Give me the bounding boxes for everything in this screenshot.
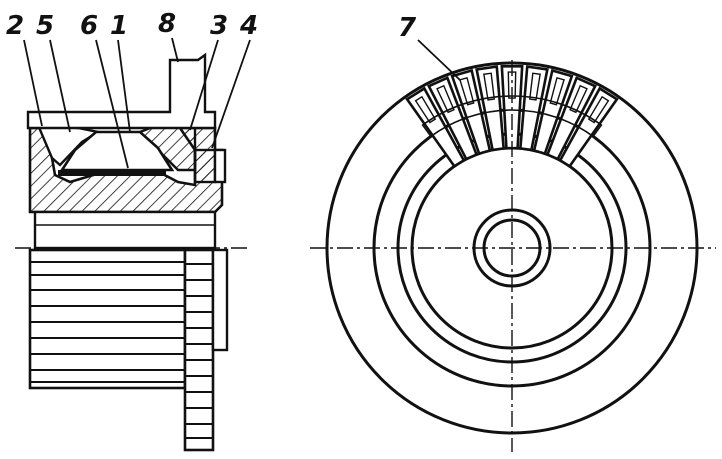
label-8: 8 [158, 9, 176, 39]
hub [33, 210, 217, 250]
brush-tooth [532, 68, 574, 156]
block-4 [193, 148, 217, 184]
label-5: 5 [36, 11, 54, 41]
brush-tooth [558, 86, 619, 169]
brush-tooth-slot [436, 84, 455, 114]
brush-teeth [405, 64, 619, 169]
brush-tooth-slot [483, 72, 496, 101]
brush-tooth-slot [549, 76, 565, 106]
gear-ribs [30, 261, 185, 383]
brush-tooth [405, 86, 466, 169]
gear-flange [211, 248, 229, 352]
gear-teeth-edge [183, 248, 215, 452]
label-1: 1 [110, 11, 128, 41]
front-view [310, 60, 716, 452]
label-7: 7 [398, 13, 417, 43]
gear-teeth [185, 263, 213, 439]
label-2: 2 [6, 11, 24, 41]
label-6: 6 [80, 11, 98, 41]
groove [59, 130, 175, 172]
brush-tooth-slot [459, 76, 475, 106]
brush-tooth-slot [507, 71, 517, 99]
gear-body [28, 248, 187, 390]
brush-root-band [421, 95, 603, 138]
brush-tooth-slot [569, 84, 588, 114]
brush-tooth-slot [528, 72, 541, 101]
brush-tooth [475, 65, 506, 152]
brush-tooth [518, 65, 549, 152]
section-view [15, 52, 250, 452]
bar-6 [58, 170, 166, 176]
label-4: 4 [239, 11, 258, 41]
brush-tooth-slot [414, 95, 437, 124]
block-4-outer [213, 148, 227, 184]
brush-tooth [450, 68, 492, 156]
brush-tooth-slot [587, 95, 610, 124]
label-3: 3 [210, 11, 228, 41]
leader-lines [23, 37, 461, 169]
